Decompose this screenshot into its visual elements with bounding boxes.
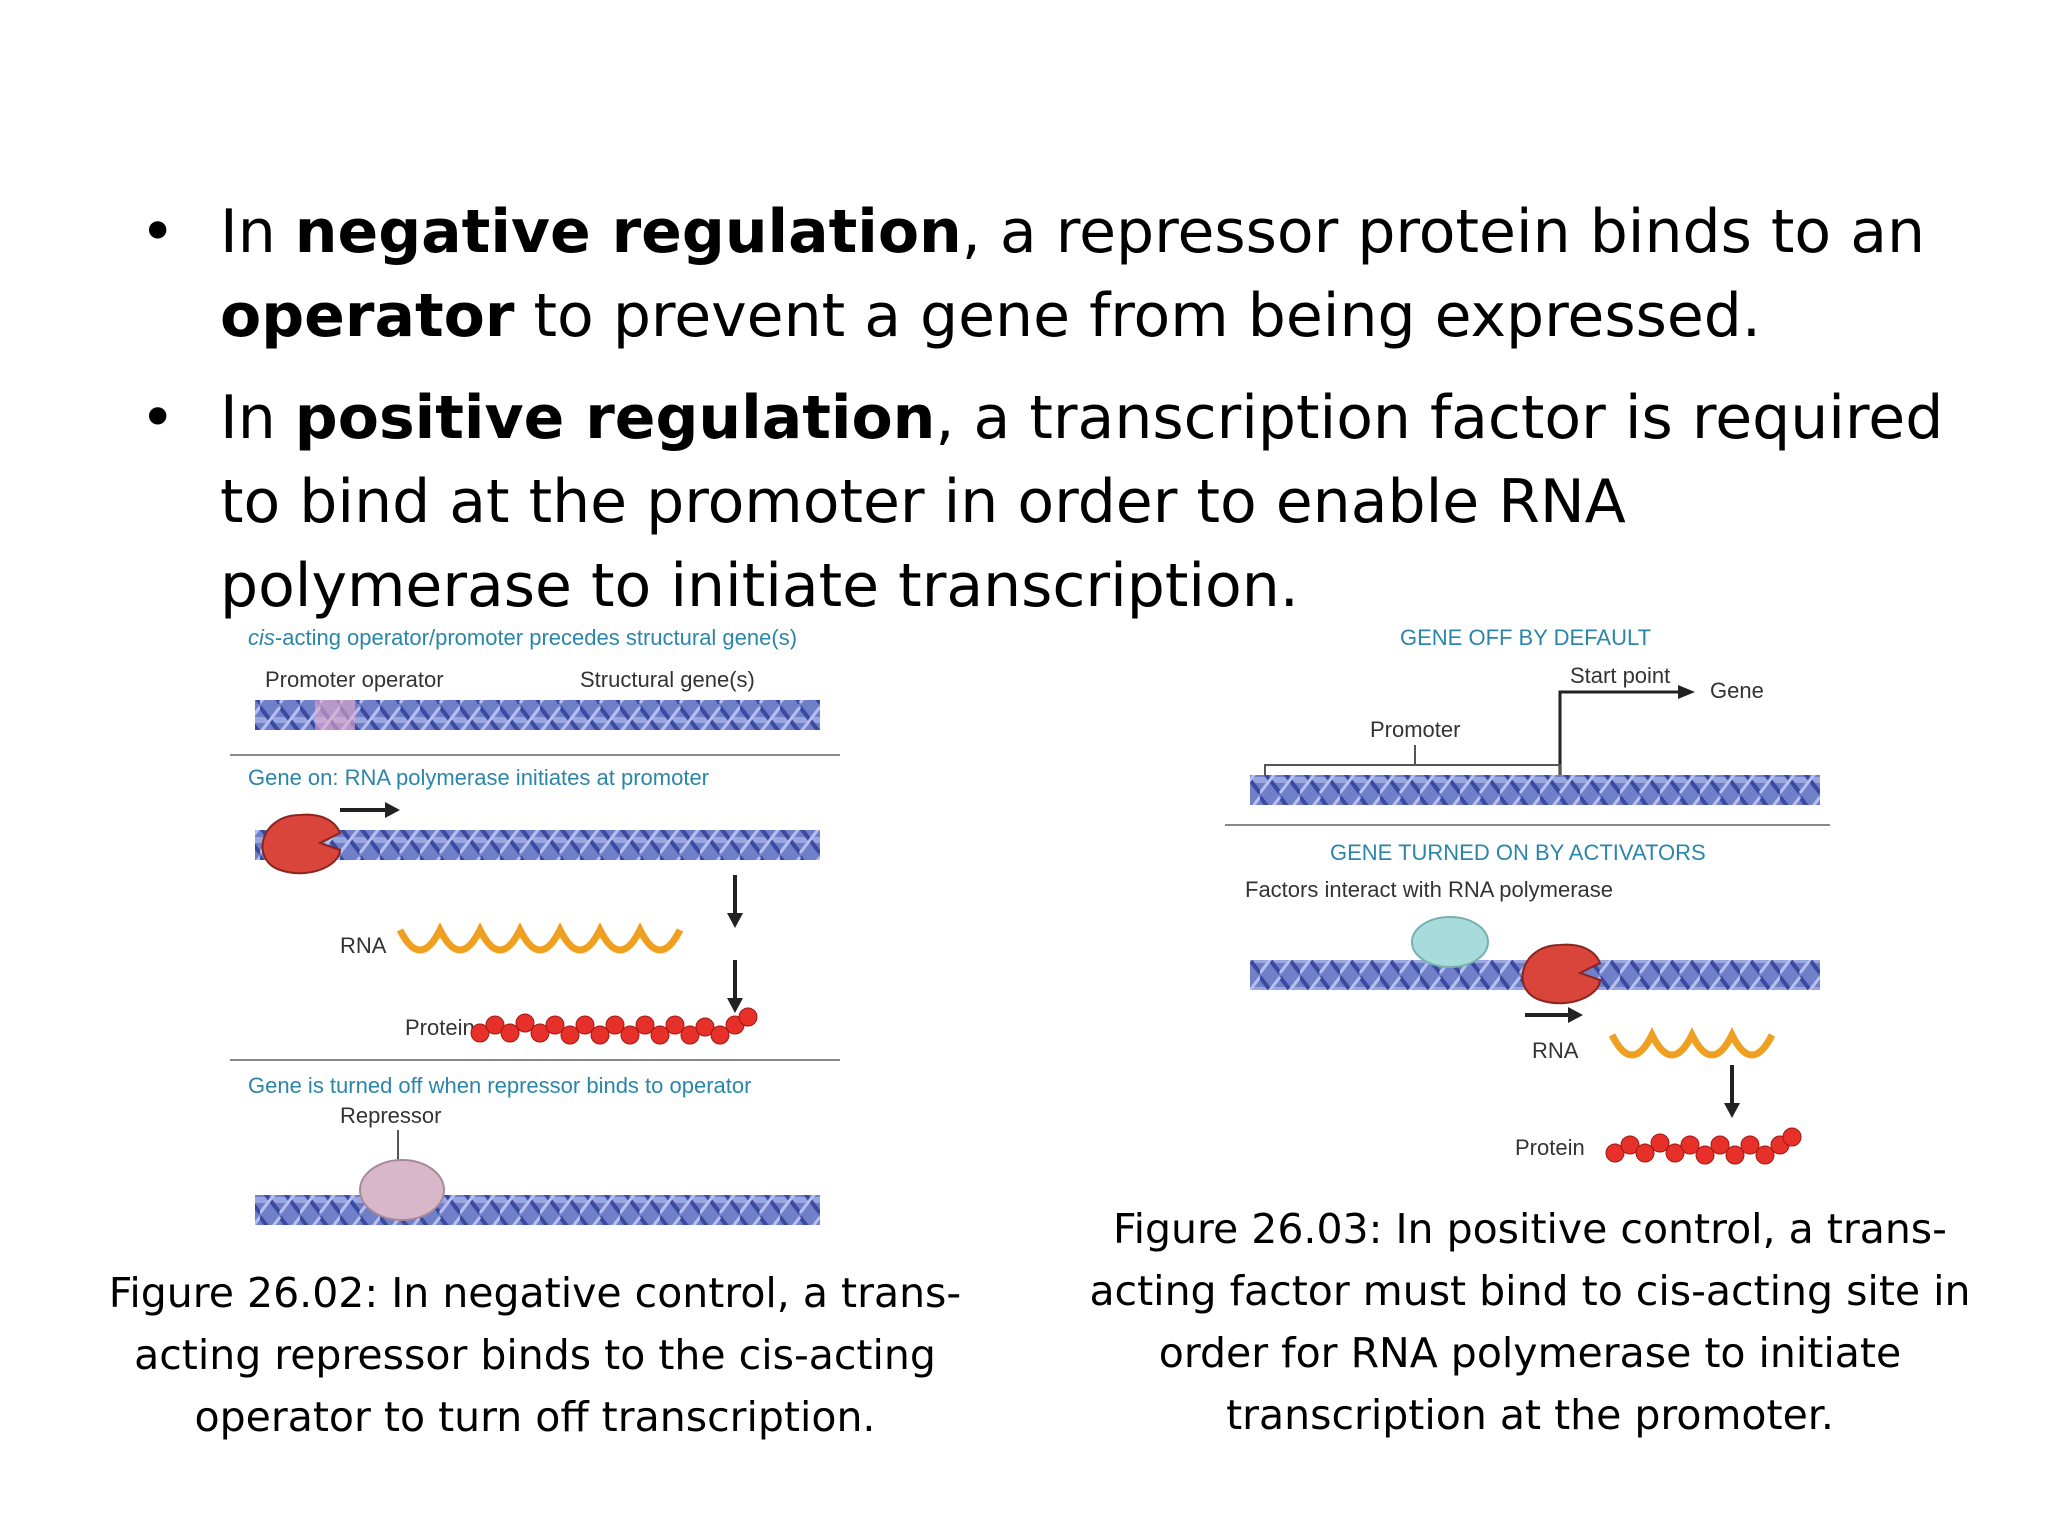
bullet-text: In [220, 383, 295, 453]
rna-strand [1608, 1027, 1776, 1059]
label-repressor: Repressor [340, 1103, 441, 1128]
arrow-head [1678, 685, 1695, 699]
label-factors: Factors interact with RNA polymerase [1245, 877, 1613, 902]
arrow-head [1724, 1103, 1740, 1118]
bullet-bold-term: positive regulation [294, 383, 936, 453]
label-gene-off: Gene is turned off when repressor binds … [248, 1073, 751, 1098]
dna-strand [255, 830, 820, 860]
label-promoter-operator: Promoter operator [265, 667, 444, 692]
promoter-bracket [1264, 764, 1561, 775]
label-protein: Protein [1515, 1135, 1585, 1160]
label-structural-genes: Structural gene(s) [580, 667, 755, 692]
bullet-bold-term: operator [220, 281, 515, 351]
figure-negative-control: cis-acting operator/promoter precedes st… [230, 625, 840, 1225]
figure-positive-control: GENE OFF BY DEFAULT Start point Gene Pro… [1225, 625, 1830, 1165]
bullet-dot: • [140, 383, 176, 453]
operator-region [315, 700, 355, 730]
protein-icon [1605, 1127, 1802, 1165]
label-start-point: Start point [1570, 663, 1670, 688]
label-rna: RNA [1532, 1038, 1579, 1063]
rna-strand [396, 922, 684, 954]
label-rna: RNA [340, 933, 387, 958]
protein-icon [470, 1007, 758, 1045]
bullet-text: , a transcription factor is required to … [220, 383, 1944, 621]
arrow-head [1568, 1007, 1583, 1023]
arrow-head [385, 802, 400, 818]
dna-strand [1250, 775, 1820, 805]
start-arrow [1558, 690, 1680, 775]
arrow-head [727, 998, 743, 1013]
caption-figure-26-03: Figure 26.03: In positive control, a tra… [1089, 1205, 1971, 1439]
label-gene: Gene [1710, 678, 1764, 703]
rna-polymerase-icon [261, 813, 342, 875]
label-gene-on: Gene on: RNA polymerase initiates at pro… [248, 765, 709, 790]
bullet-dot: • [140, 197, 176, 267]
dna-strand [255, 1195, 820, 1225]
label-gene-off-default: GENE OFF BY DEFAULT [1400, 625, 1651, 650]
fig-left-header: cis-acting operator/promoter precedes st… [248, 625, 797, 650]
label-protein: Protein [405, 1015, 475, 1040]
bullet-text: , a repressor protein binds to an [961, 197, 1926, 267]
activator-icon [1411, 916, 1489, 968]
bullet-list: • In negative regulation, a repressor pr… [140, 190, 1980, 646]
bullet-bold-term: negative regulation [294, 197, 962, 267]
bullet-text: In [220, 197, 295, 267]
label-promoter: Promoter [1370, 717, 1460, 742]
bullet-positive-regulation: • In positive regulation, a transcriptio… [140, 376, 1980, 628]
label-gene-on-activators: GENE TURNED ON BY ACTIVATORS [1330, 840, 1706, 865]
rna-polymerase-icon [1521, 943, 1602, 1005]
bullet-text: to prevent a gene from being expressed. [514, 281, 1761, 351]
caption-figure-26-02: Figure 26.02: In negative control, a tra… [108, 1269, 962, 1441]
repressor-icon [359, 1159, 445, 1221]
bullet-negative-regulation: • In negative regulation, a repressor pr… [140, 190, 1980, 358]
arrow-head [727, 913, 743, 928]
